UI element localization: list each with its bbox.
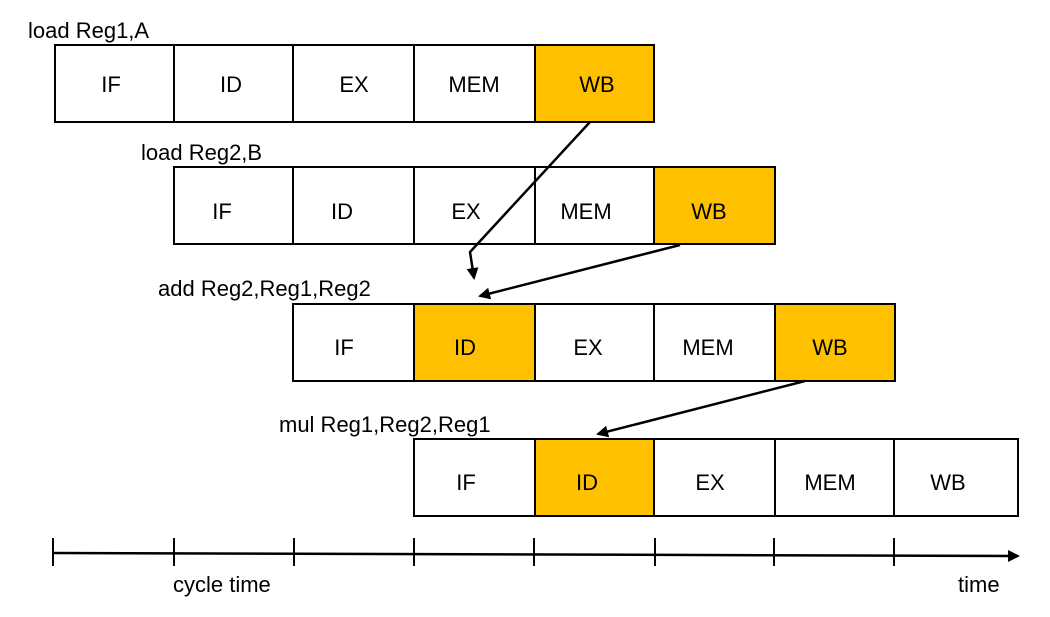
instruction-label-4: mul Reg1,Reg2,Reg1 [279,412,491,437]
stage-box-2-wb [653,166,776,245]
stage-label-3-ex: EX [573,335,603,360]
instruction-row-3: add Reg2,Reg1,Reg2 IF ID EX MEM WB [158,276,896,382]
stage-box-2-ex [413,166,536,245]
stage-label-3-if: IF [334,335,354,360]
pipeline-stages-2: IF ID EX MEM WB [173,166,776,245]
stage-box-4-if [413,438,536,517]
stage-label-3-wb: WB [812,335,847,360]
instruction-row-4: mul Reg1,Reg2,Reg1 IF ID EX MEM WB [279,412,1019,517]
stage-label-4-if: IF [456,470,476,495]
pipeline-stages-4: IF ID EX MEM WB [413,438,1019,517]
instruction-label-3: add Reg2,Reg1,Reg2 [158,276,371,301]
stage-box-2-mem [534,166,655,245]
stage-box-2-id [292,166,415,245]
time-label: time [958,572,1000,597]
stage-box-3-wb [774,303,896,382]
stage-box-3-mem [653,303,776,382]
stage-label-1-ex: EX [339,72,369,97]
stage-box-3-if [292,303,415,382]
stage-label-2-mem: MEM [560,199,611,224]
stage-box-1-wb [534,44,655,123]
instruction-row-2: load Reg2,B IF ID EX MEM WB [141,140,776,245]
stage-box-1-if [54,44,175,123]
cycle-time-label: cycle time [173,572,271,597]
stage-box-4-mem [774,438,895,517]
pipeline-stages-3: IF ID EX MEM WB [292,303,896,382]
instruction-label-1: load Reg1,A [28,18,149,43]
stage-label-3-mem: MEM [682,335,733,360]
forward-arrow-3-to-4 [596,379,806,438]
stage-box-4-wb [893,438,1019,517]
stage-label-1-mem: MEM [448,72,499,97]
instruction-label-2: load Reg2,B [141,140,262,165]
stage-label-3-id: ID [454,335,476,360]
stage-label-2-if: IF [212,199,232,224]
pipeline-stages-1: IF ID EX MEM WB [54,44,655,123]
stage-label-4-mem: MEM [804,470,855,495]
stage-box-1-id [173,44,294,123]
stage-box-1-ex [292,44,415,123]
stage-label-1-if: IF [101,72,121,97]
stage-label-4-wb: WB [930,470,965,495]
forward-arrow-1-to-3 [466,121,591,280]
time-axis-line [52,549,1020,562]
time-axis: cycle time time [52,538,1020,597]
stage-label-2-id: ID [331,199,353,224]
stage-label-2-wb: WB [691,199,726,224]
stage-box-3-id [413,303,536,382]
stage-label-2-ex: EX [451,199,481,224]
stage-box-2-if [173,166,294,245]
stage-label-4-id: ID [576,470,598,495]
stage-box-4-ex [653,438,776,517]
dependency-arrows [466,121,806,438]
forward-arrow-2-to-3 [478,243,681,300]
stage-label-1-id: ID [220,72,242,97]
stage-label-4-ex: EX [695,470,725,495]
stage-label-1-wb: WB [579,72,614,97]
instruction-row-1: load Reg1,A IF ID EX MEM WB [28,18,655,123]
